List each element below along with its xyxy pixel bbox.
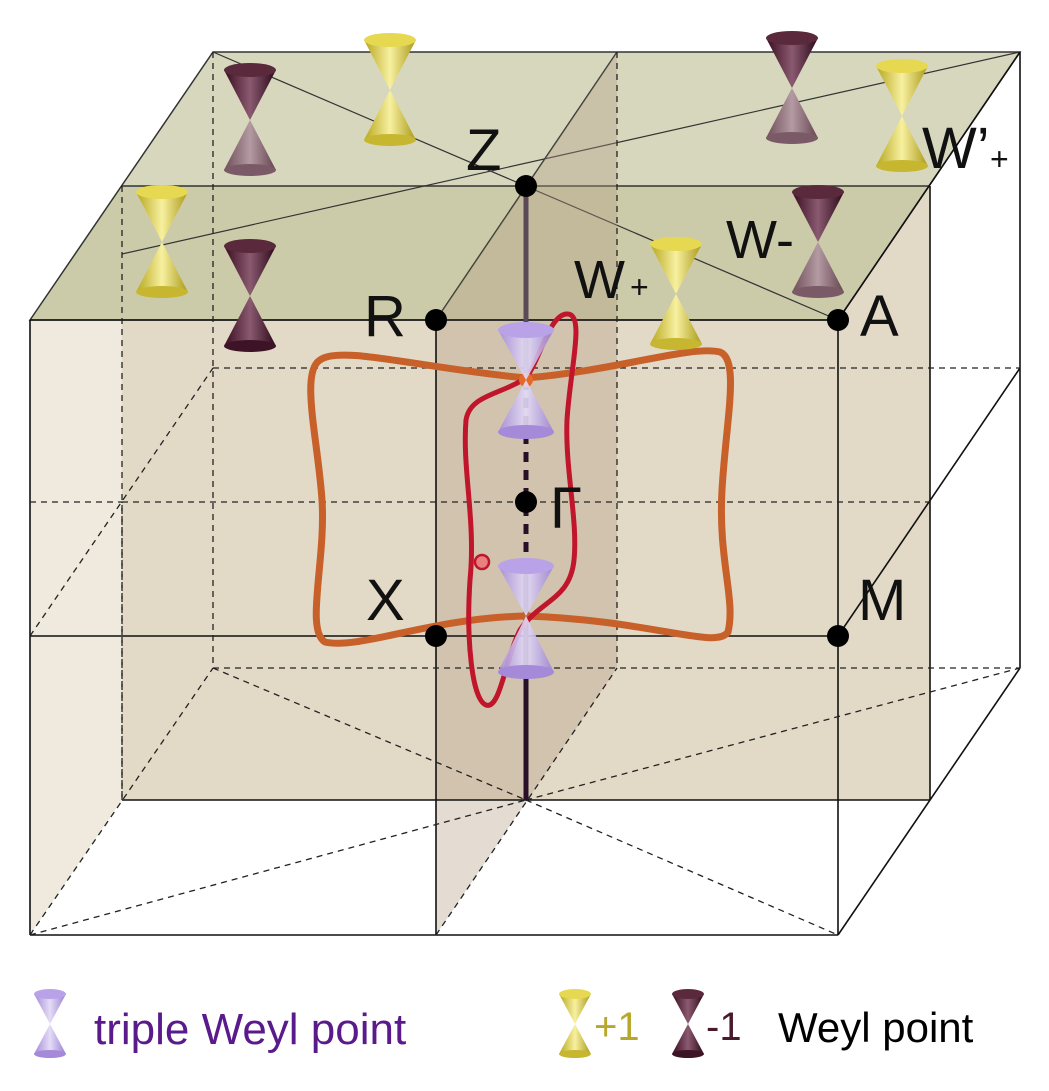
legend-triple-label: triple Weyl point xyxy=(94,1005,406,1054)
triple-weyl-point-lower xyxy=(498,558,554,679)
point-z-dot xyxy=(515,175,537,197)
label-r: R xyxy=(364,284,406,349)
weyl-plus-cone xyxy=(364,33,416,146)
legend-triple-icon xyxy=(34,989,66,1058)
label-w-plus: W xyxy=(574,250,625,310)
point-gamma-dot xyxy=(515,491,537,513)
weyl-plus-cone xyxy=(876,59,928,172)
loop-crossing-marker xyxy=(473,553,491,571)
label-m: M xyxy=(858,568,906,633)
legend-minus-icon xyxy=(672,989,704,1058)
point-x-dot xyxy=(425,625,447,647)
label-gamma: Γ xyxy=(550,476,582,541)
label-w-prime: W’ xyxy=(922,116,990,181)
triple-weyl-point-upper xyxy=(498,322,554,439)
label-w-minus: W- xyxy=(726,210,794,270)
legend-weyl-label: Weyl point xyxy=(778,1004,974,1051)
weyl-minus-cone xyxy=(224,63,276,176)
weyl-plus-cone xyxy=(650,237,702,350)
point-r-dot xyxy=(425,309,447,331)
label-x: X xyxy=(366,568,405,633)
label-w-plus-subscript: + xyxy=(630,269,649,305)
weyl-minus-cone xyxy=(792,185,844,298)
label-z: Z xyxy=(466,118,501,183)
hidden-edges xyxy=(29,52,1021,936)
point-a-dot xyxy=(827,309,849,331)
label-a: A xyxy=(860,284,899,349)
orange-nodal-loop xyxy=(307,347,734,647)
legend-plus-icon xyxy=(559,989,591,1058)
high-symmetry-points xyxy=(425,175,849,647)
legend-plus-label: +1 xyxy=(594,1005,640,1049)
weyl-minus-cone xyxy=(224,239,276,352)
weyl-plus-cone xyxy=(136,185,188,298)
legend: triple Weyl point +1 -1 Weyl point xyxy=(34,989,974,1058)
label-w-prime-subscript: + xyxy=(990,141,1009,177)
legend-minus-label: -1 xyxy=(706,1005,742,1049)
weyl-minus-cone xyxy=(766,31,818,144)
point-m-dot xyxy=(827,625,849,647)
